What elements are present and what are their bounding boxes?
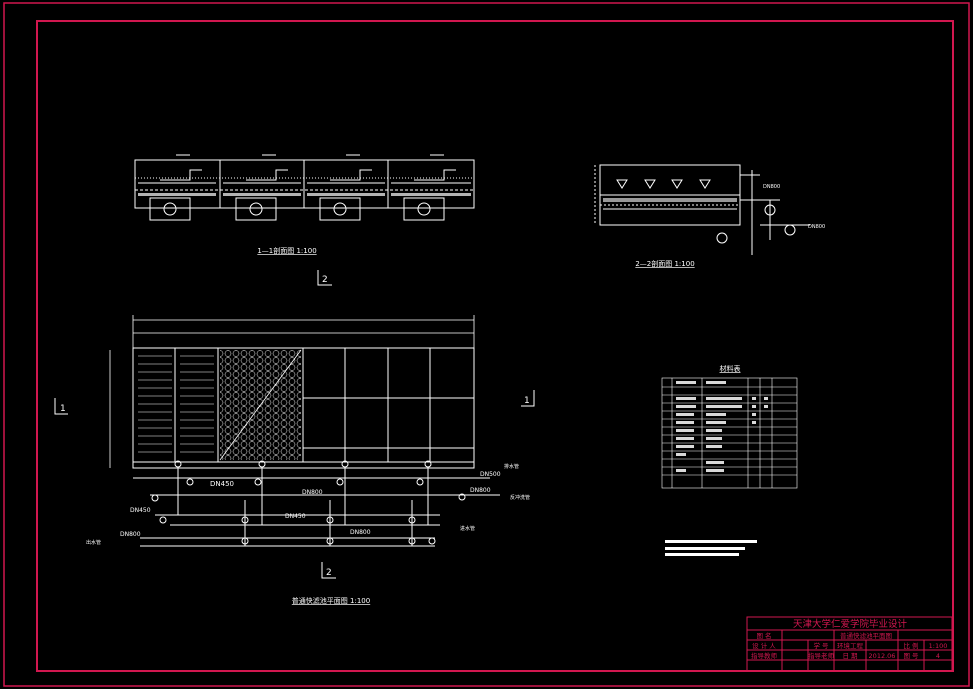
title-block-row2-b: 环境工程 [837, 641, 864, 650]
plan-pipes [133, 460, 500, 547]
svg-text:2: 2 [322, 275, 328, 285]
pipe-label-dn450-top: DN450 [210, 480, 234, 488]
title-block-advisor-label: 指导教师 [751, 651, 778, 660]
title-block-school: 天津大学仁爱学院毕业设计 [793, 618, 908, 630]
note-backwash: 反冲洗管 [510, 494, 530, 501]
section-marker-1-left: 1 [54, 398, 68, 415]
note-outflow: 出水管 [86, 539, 101, 546]
title-block-scale: 1:100 [929, 642, 948, 650]
section-2-2-pipe-label-2: DN800 [808, 224, 825, 230]
outer-frame [3, 2, 970, 687]
title-block-row3-a: 指导老师 [808, 651, 835, 660]
section-2-2-drawing [594, 164, 810, 255]
section-1-1-drawing [134, 154, 475, 221]
note-inflow: 进水管 [460, 525, 475, 532]
title-block-drawing-name: 普通快滤池平面图 [840, 631, 892, 640]
section-marker-2-top: 2 [317, 270, 332, 286]
pipe-label-dn800-c: DN800 [120, 531, 141, 538]
plan-title: 普通快滤池平面图 1:100 [292, 596, 370, 605]
title-block-name-label: 图 名 [756, 631, 771, 640]
materials-table-title: 材料表 [720, 364, 741, 373]
plan-cut-line [219, 349, 302, 461]
section-2-2-title: 2—2剖面图 1:100 [635, 259, 694, 268]
title-block-row3-d: 图 号 [903, 652, 919, 660]
title-block-sheet: 4 [936, 652, 940, 660]
plan-outline [132, 347, 475, 469]
title-block-designer-label: 设 计 人 [752, 641, 776, 650]
note-drain: 排水管 [504, 463, 519, 470]
pipe-label-dn450-left: DN450 [130, 507, 151, 514]
plan-dimension-line [109, 315, 475, 468]
notes-lines [665, 540, 757, 556]
pipe-label-dn800-d: DN800 [350, 529, 371, 536]
materials-table-cells [676, 381, 768, 472]
title-block-row3-b: 日 期 [842, 652, 858, 660]
section-marker-2-bottom: 2 [321, 562, 336, 579]
title-block-grid [746, 616, 953, 672]
title-block-row2-a: 学 号 [813, 641, 829, 650]
title-block-row2-c: 比 例 [903, 641, 918, 650]
pipe-label-dn450-mid: DN450 [285, 513, 306, 520]
section-2-2-texture [603, 198, 737, 210]
section-marker-1-right: 1 [521, 390, 535, 407]
materials-table [661, 377, 798, 489]
svg-text:1: 1 [524, 396, 530, 406]
svg-text:1: 1 [60, 404, 66, 414]
pipe-label-dn500: DN500 [480, 471, 501, 478]
pipe-label-dn800-a: DN800 [302, 489, 323, 496]
svg-text:2: 2 [326, 568, 332, 578]
section-1-1-texture [138, 182, 471, 196]
title-block-row3-c: 2012.06 [869, 652, 896, 660]
pipe-label-dn800-b: DN800 [470, 487, 491, 494]
plan-filter-slats [138, 355, 214, 453]
section-2-2-pipe-label: DN800 [763, 184, 780, 190]
inner-frame [36, 20, 954, 672]
section-1-1-title: 1—1剖面图 1:100 [257, 246, 316, 255]
